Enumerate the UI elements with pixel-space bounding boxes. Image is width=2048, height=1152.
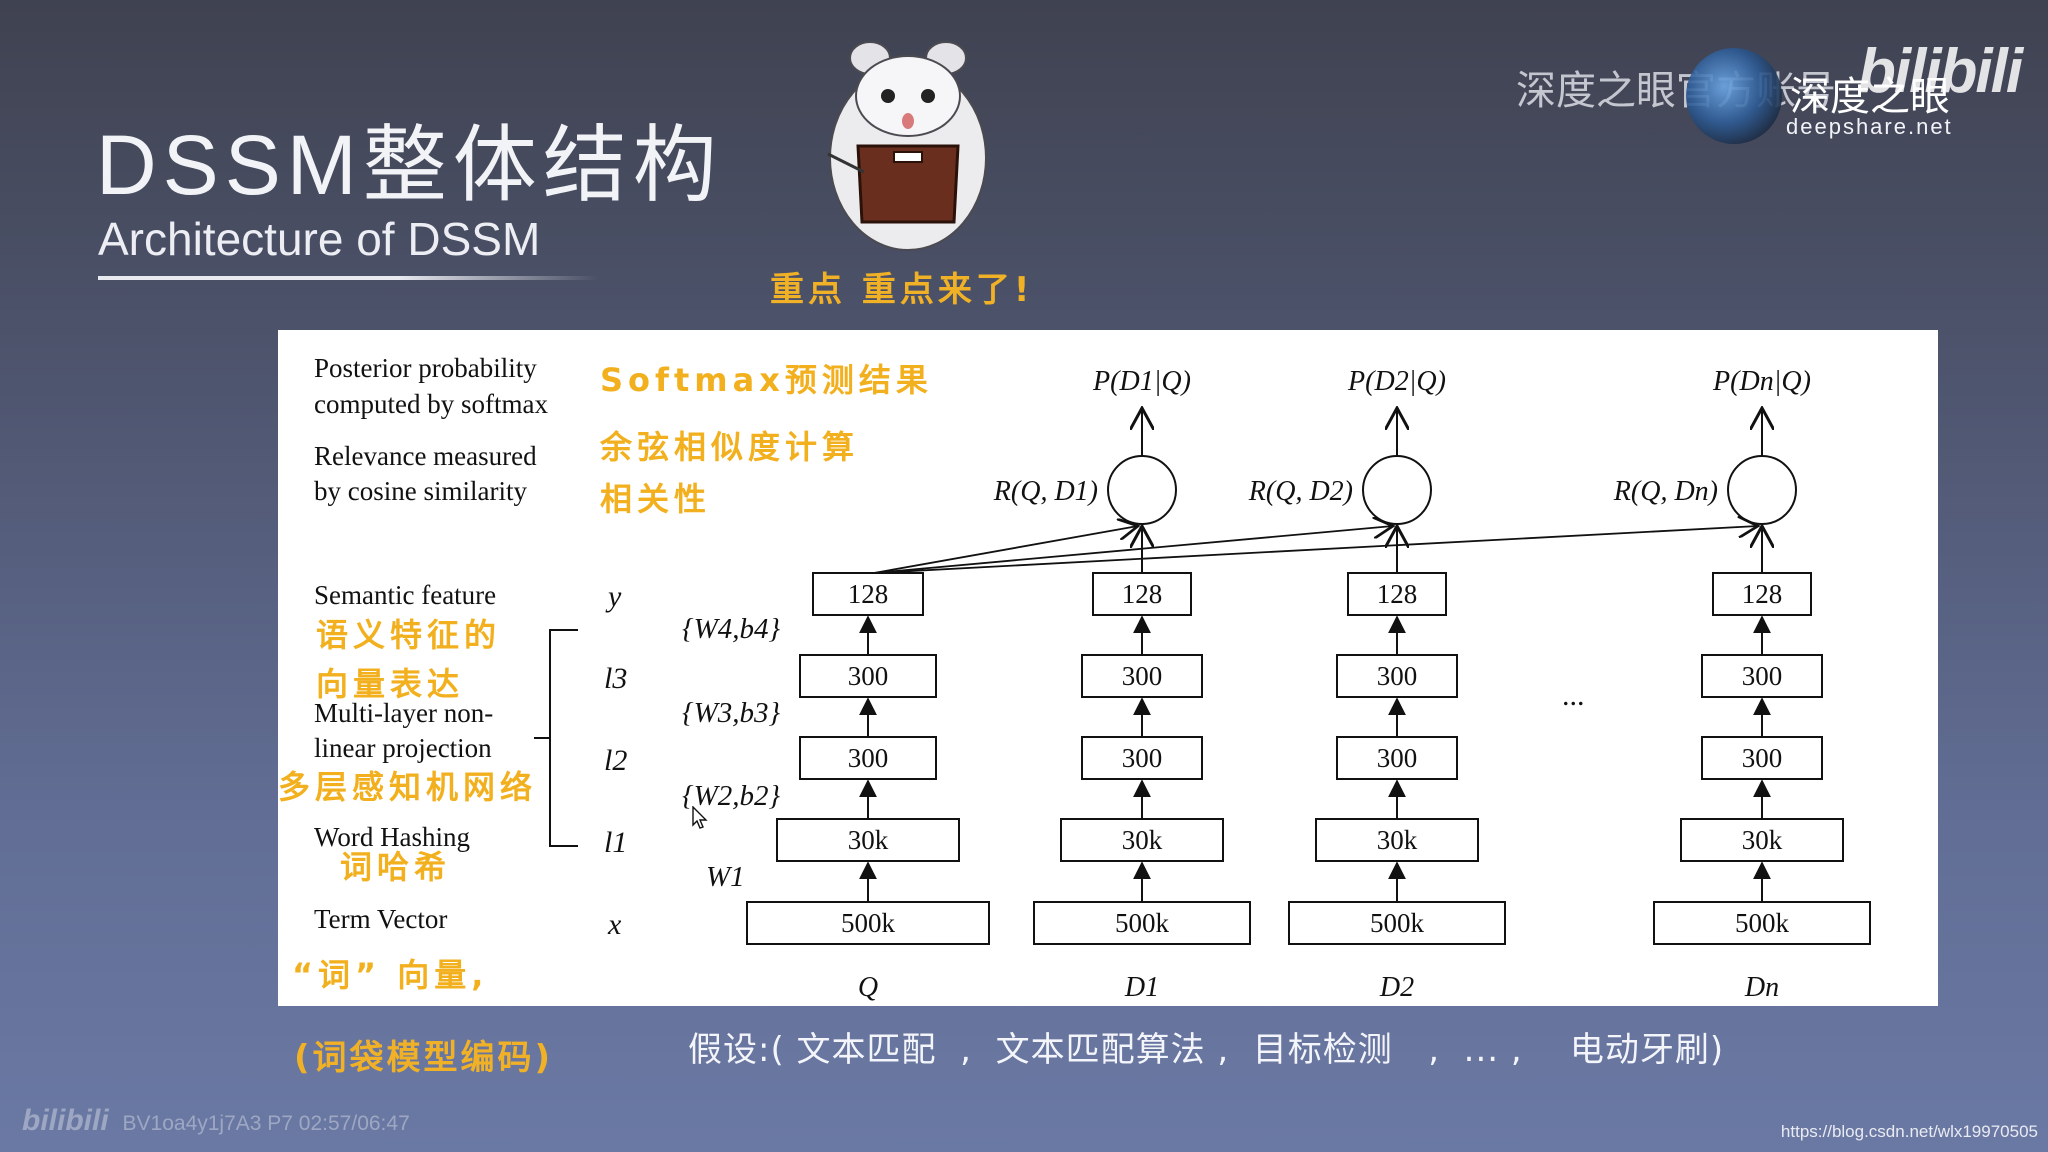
brand-name: 深度之眼 xyxy=(1790,74,1950,120)
tower-2-layer-label: 500k xyxy=(1370,908,1425,938)
tower-1-layer-box xyxy=(1033,901,1251,945)
tower-0-layer-label: 128 xyxy=(848,579,889,609)
var-y: y xyxy=(605,580,622,613)
hamster-illustration xyxy=(827,41,987,251)
slide-title: DSSM整体结构 xyxy=(96,118,723,212)
annotation-semantic-2: 向量表达 xyxy=(316,665,464,703)
tower-3-layer-box xyxy=(1701,736,1823,780)
tower-3-layer-box xyxy=(1712,572,1812,616)
label-posterior-2: computed by softmax xyxy=(314,389,548,419)
label-semantic: Semantic feature xyxy=(314,580,496,610)
tower-2-layer-box xyxy=(1336,654,1458,698)
tower-3-layer-label: 500k xyxy=(1735,908,1790,938)
var-l2: l2 xyxy=(604,744,627,777)
weight-w4: {W4,b4} xyxy=(682,613,781,645)
bilibili-logo: bilibili xyxy=(1858,37,2023,106)
annotation-softmax: Softmax预测结果 xyxy=(600,361,933,399)
tower-1-layer-label: 128 xyxy=(1122,579,1163,609)
weight-w2: {W2,b2} xyxy=(682,780,781,812)
tower-0-layer-box xyxy=(799,654,937,698)
source-url: https://blog.csdn.net/wlx19970505 xyxy=(1780,1122,2038,1141)
tower-2-layer-box xyxy=(1336,736,1458,780)
bilibili-footer-logo: bilibili xyxy=(22,1104,109,1137)
label-multilayer-1: Multi-layer non- xyxy=(314,698,493,728)
var-x: x xyxy=(607,908,622,941)
tower-0-layer-label: 300 xyxy=(848,661,889,691)
tower-0-layer-box xyxy=(812,572,924,616)
tower-1-cosine-node xyxy=(1107,455,1177,525)
title-underline xyxy=(98,276,598,280)
tower-1-relevance-label: R(Q, D1) xyxy=(993,476,1098,507)
tower-2-probability-label: P(D2|Q) xyxy=(1347,366,1446,397)
tower-ellipsis: ... xyxy=(1562,679,1585,712)
annotation-hashing: 词哈希 xyxy=(340,848,451,886)
label-posterior-1: Posterior probability xyxy=(314,353,537,383)
tower-3-cosine-node xyxy=(1727,455,1797,525)
tower-3-layer-label: 30k xyxy=(1742,825,1783,855)
label-relevance-1: Relevance measured xyxy=(314,441,537,471)
query-to-cosine-3-line xyxy=(873,526,1758,574)
tower-3-layer-box xyxy=(1680,818,1844,862)
tower-1-layer-box xyxy=(1060,818,1224,862)
tower-3-layer-box xyxy=(1653,901,1871,945)
query-to-cosine-2-line xyxy=(873,526,1393,574)
tower-3-relevance-label: R(Q, Dn) xyxy=(1613,476,1718,507)
tower-2-relevance-label: R(Q, D2) xyxy=(1248,476,1353,507)
tower-2-layer-label: 300 xyxy=(1377,743,1418,773)
tower-1-input-label: D1 xyxy=(1124,972,1159,1003)
video-info: bilibili BV1oa4y1j7A3 P7 02:57/06:47 xyxy=(22,1104,410,1138)
tower-1-probability-label: P(D1|Q) xyxy=(1092,366,1191,397)
tower-3-layer-label: 300 xyxy=(1742,743,1783,773)
tower-2-layer-label: 128 xyxy=(1377,579,1418,609)
tower-0-layer-box xyxy=(799,736,937,780)
tower-1-layer-label: 300 xyxy=(1122,743,1163,773)
annotation-cosine-1: 余弦相似度计算 xyxy=(599,428,859,466)
var-l3: l3 xyxy=(604,662,627,695)
tower-3-layer-label: 300 xyxy=(1742,661,1783,691)
label-term-vector: Term Vector xyxy=(314,904,447,934)
tower-2-layer-label: 30k xyxy=(1377,825,1418,855)
tower-1-layer-label: 500k xyxy=(1115,908,1170,938)
label-multilayer-2: linear projection xyxy=(314,733,492,763)
tower-2-layer-label: 300 xyxy=(1377,661,1418,691)
var-l1: l1 xyxy=(604,826,627,859)
slide-subtitle: Architecture of DSSM xyxy=(98,213,541,265)
brand-url: deepshare.net xyxy=(1786,114,1953,139)
tower-0-layer-box xyxy=(746,901,990,945)
tower-1-layer-box xyxy=(1081,654,1203,698)
annotation-cosine-2: 相关性 xyxy=(600,480,711,518)
dssm-architecture-diagram: Posterior probability computed by softma… xyxy=(278,330,1938,1006)
tower-3-layer-label: 128 xyxy=(1742,579,1783,609)
tower-1-layer-label: 30k xyxy=(1122,825,1163,855)
tower-2-cosine-node xyxy=(1362,455,1432,525)
bag-of-words-caption: (词袋模型编码) xyxy=(294,1038,554,1078)
tower-3-probability-label: P(Dn|Q) xyxy=(1712,366,1811,397)
tower-0-layer-label: 30k xyxy=(848,825,889,855)
watermark-text: 深度之眼官方账号 xyxy=(1516,68,1836,114)
brand-logo-icon xyxy=(1686,48,1782,144)
assumption-caption: 假设:( 文本匹配 , 文本匹配算法 , 目标检测 , ... , 电动牙刷) xyxy=(688,1030,1725,1070)
annotation-semantic-1: 语义特征的 xyxy=(316,616,501,654)
mlp-bracket xyxy=(549,629,578,847)
mouse-cursor-icon xyxy=(692,806,708,829)
tower-0-layer-label: 300 xyxy=(848,743,889,773)
weight-w1: W1 xyxy=(706,861,745,893)
annotation-term: “词” 向量, xyxy=(292,956,488,994)
label-word-hashing: Word Hashing xyxy=(314,822,470,852)
tower-0-layer-label: 500k xyxy=(841,908,896,938)
weight-w3: {W3,b3} xyxy=(682,697,781,729)
query-to-cosine-1-line xyxy=(873,526,1138,574)
tower-3-input-label: Dn xyxy=(1744,972,1779,1003)
tower-0-layer-box xyxy=(776,818,960,862)
label-relevance-2: by cosine similarity xyxy=(314,476,527,506)
tower-0-input-label: Q xyxy=(858,972,878,1003)
tower-3-layer-box xyxy=(1701,654,1823,698)
annotation-mlp: 多层感知机网络 xyxy=(278,768,537,806)
video-id: BV1oa4y1j7A3 P7 02:57/06:47 xyxy=(122,1112,410,1135)
tower-2-layer-box xyxy=(1315,818,1479,862)
tower-2-input-label: D2 xyxy=(1379,972,1414,1003)
tower-1-layer-label: 300 xyxy=(1122,661,1163,691)
highlight-caption: 重点 重点来了! xyxy=(770,270,1034,310)
